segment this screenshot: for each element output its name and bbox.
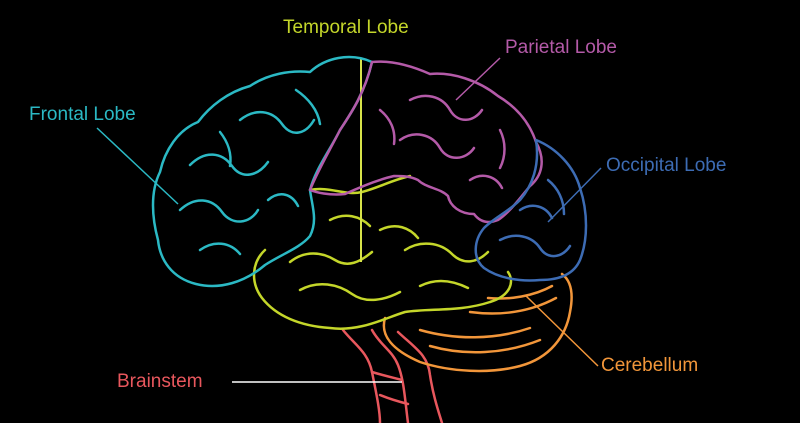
parietal-lobe-region bbox=[308, 60, 543, 224]
cerebellum-region bbox=[382, 272, 573, 373]
brainstem-label: Brainstem bbox=[117, 371, 203, 392]
frontal-leader-line bbox=[96, 127, 179, 205]
occipital-lobe-label: Occipital Lobe bbox=[606, 155, 727, 176]
cerebellum-leader-line bbox=[525, 295, 599, 367]
brainstem-region bbox=[341, 328, 444, 423]
occipital-lobe-region bbox=[474, 138, 588, 282]
occipital-leader-line bbox=[547, 167, 602, 223]
temporal-lobe-label: Temporal Lobe bbox=[283, 17, 409, 38]
cerebellum-label: Cerebellum bbox=[601, 355, 699, 376]
parietal-lobe-label: Parietal Lobe bbox=[505, 37, 617, 58]
frontal-lobe-label: Frontal Lobe bbox=[29, 104, 136, 125]
parietal-leader-line bbox=[455, 57, 501, 101]
